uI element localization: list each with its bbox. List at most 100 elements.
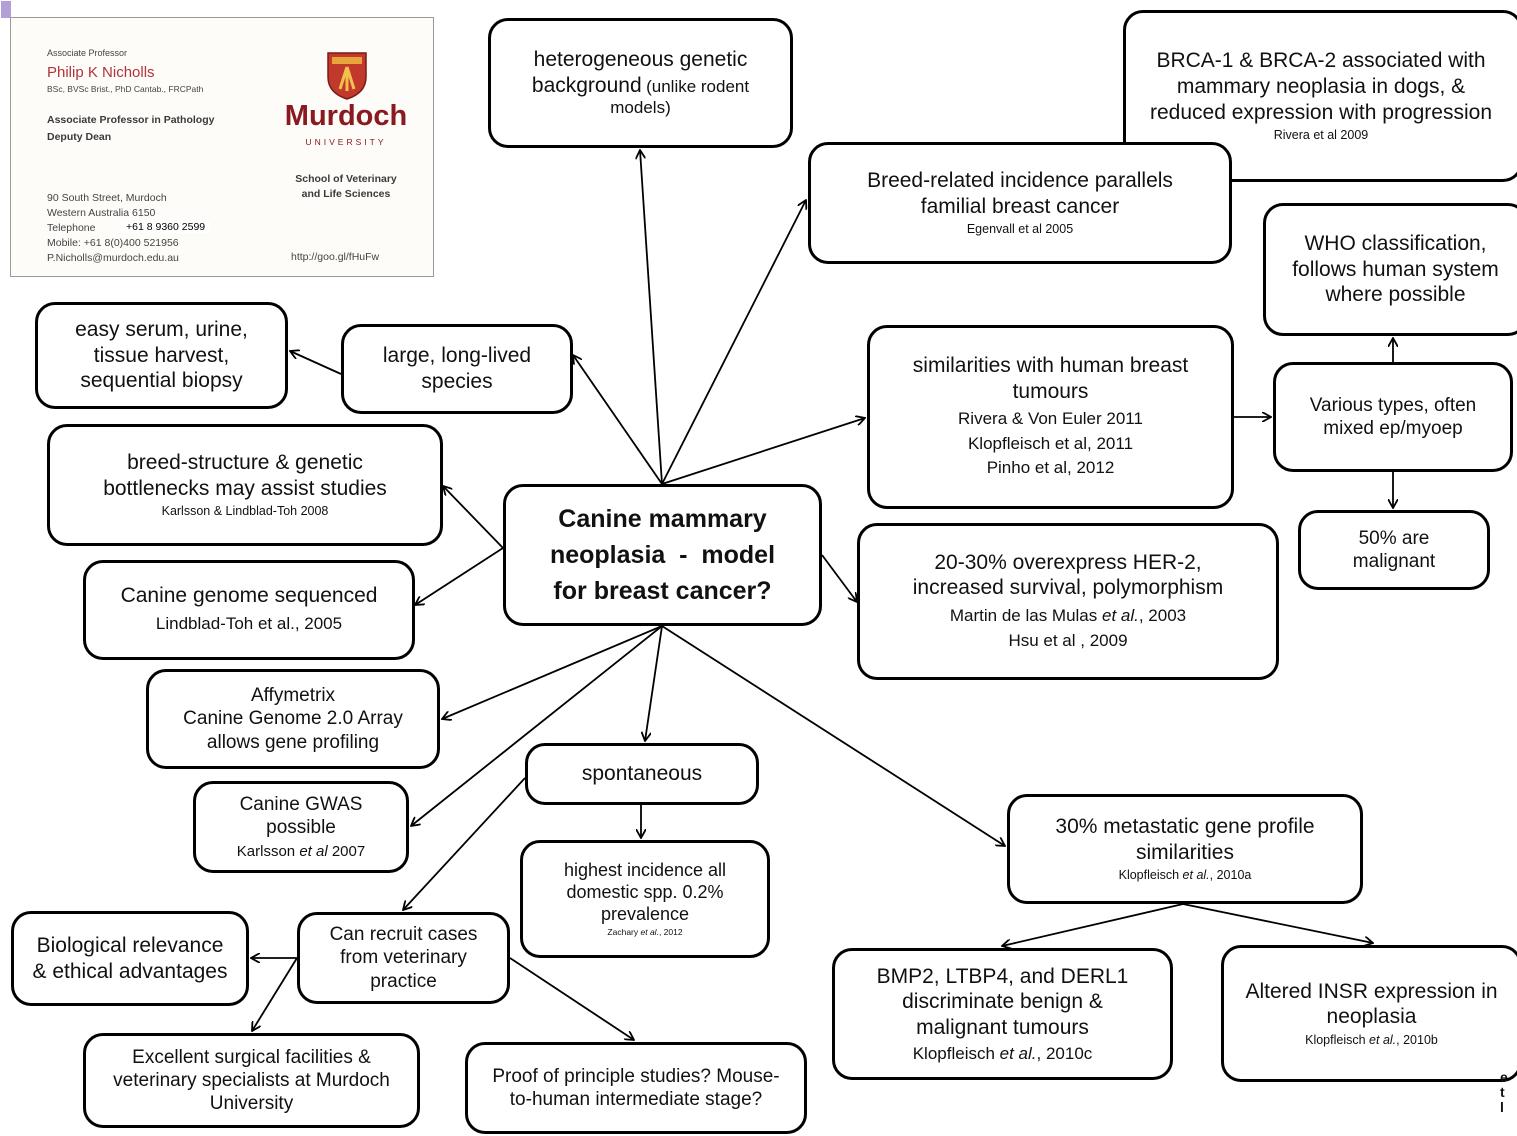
arrow-to-proof: [509, 957, 634, 1040]
her2-citation-2: Hsu et al , 2009: [1008, 630, 1128, 650]
card-telephone-label: Telephone: [47, 222, 96, 234]
card-url-link[interactable]: http://goo.gl/fHuFw: [291, 251, 380, 263]
brca-main-text: BRCA-1 & BRCA-2 associated with mammary …: [1149, 49, 1493, 124]
university-crest-icon: [327, 52, 367, 100]
insr-main-text: Altered INSR expression in neoplasia: [1245, 979, 1498, 1029]
slide-accent-bar: [1, 1, 11, 18]
gwas-main-text: Canine GWAS possible: [239, 794, 363, 839]
surgical-main-text: Excellent surgical facilities & veterina…: [113, 1046, 390, 1115]
heterogeneous-main-text: heterogeneous genetic background: [531, 48, 748, 97]
card-address-line1: 90 South Street, Murdoch: [47, 192, 167, 204]
bmp2-node: BMP2, LTBP4, and DERL1 discriminate beni…: [832, 948, 1173, 1080]
her2-citation-1: Martin de las Mulas et al., 2003: [949, 605, 1187, 625]
similarities-citation-3: Pinho et al, 2012: [986, 458, 1115, 478]
brca-node: BRCA-1 & BRCA-2 associated with mammary …: [1123, 10, 1517, 182]
central-topic-line3: for breast cancer?: [553, 577, 772, 606]
breed-related-main-text: Breed-related incidence parallels famili…: [867, 169, 1173, 218]
arrow-to-her2: [821, 554, 857, 602]
clipped-edge-text: e t l: [1500, 1070, 1508, 1115]
biological-main-text: Biological relevance & ethical advantage…: [32, 933, 228, 983]
heterogeneous-background-node: heterogeneous genetic background (unlike…: [488, 18, 793, 148]
her2-main-text: 20-30% overexpress HER-2, increased surv…: [912, 550, 1224, 600]
card-degrees: BSc, BVSc Brist., PhD Cantab., FRCPath: [47, 84, 204, 94]
arrow-to-surgical: [252, 957, 298, 1031]
card-person-name: Philip K Nicholls: [47, 64, 155, 81]
arrow-to-genome: [415, 547, 504, 605]
card-position-line2: Deputy Dean: [47, 131, 112, 143]
metastatic-citation: Klopfleisch et al., 2010a: [1118, 868, 1252, 883]
genome-main-text: Canine genome sequenced: [120, 584, 378, 608]
similarities-node: similarities with human breast tumours R…: [867, 325, 1234, 509]
various-types-node: Various types, often mixed ep/myoep: [1273, 362, 1513, 472]
bmp2-main-text: BMP2, LTBP4, and DERL1 discriminate beni…: [876, 964, 1129, 1039]
surgical-facilities-node: Excellent surgical facilities & veterina…: [83, 1033, 420, 1128]
insr-node: Altered INSR expression in neoplasia Klo…: [1221, 945, 1517, 1082]
gwas-node: Canine GWAS possible Karlsson et al 2007: [193, 781, 409, 873]
heterogeneous-aside-text: (unlike rodent models): [610, 76, 750, 118]
card-school-line2: and Life Sciences: [301, 188, 391, 200]
arrow-to-heterogeneous: [640, 150, 663, 485]
similarities-citation-2: Klopfleisch et al, 2011: [967, 433, 1134, 453]
malignant-node: 50% are malignant: [1298, 510, 1490, 590]
card-email-link[interactable]: P.Nicholls@murdoch.edu.au: [47, 252, 179, 264]
arrow-to-bmp2: [1002, 903, 1184, 946]
metastatic-main-text: 30% metastatic gene profile similarities: [1055, 815, 1315, 864]
affymetrix-line1: Affymetrix: [250, 685, 336, 707]
genome-citation: Lindblad-Toh et al., 2005: [155, 613, 343, 633]
arrow-to-gwas: [411, 625, 663, 826]
business-card: Associate Professor Philip K Nicholls BS…: [1, 1, 434, 277]
central-topic-line1: Canine mammary: [558, 504, 767, 533]
card-address-line2: Western Australia 6150: [47, 207, 156, 219]
card-position-line1: Associate Professor in Pathology: [47, 114, 215, 126]
bmp2-citation: Klopfleisch et al., 2010c: [912, 1043, 1093, 1063]
card-telephone-number: +61 8 9360 2599: [121, 221, 211, 233]
metastatic-node: 30% metastatic gene profile similarities…: [1007, 794, 1363, 904]
incidence-node: highest incidence all domestic spp. 0.2%…: [520, 840, 770, 958]
who-main-text: WHO classification, follows human system…: [1292, 232, 1499, 307]
arrow-to-affymetrix: [442, 625, 663, 719]
central-topic-line2: neoplasia - model: [549, 540, 776, 569]
genome-sequenced-node: Canine genome sequenced Lindblad-Toh et …: [83, 560, 415, 660]
easy-serum-main-text: easy serum, urine, tissue harvest, seque…: [75, 318, 248, 393]
central-topic-node: Canine mammary neoplasia - model for bre…: [503, 484, 822, 626]
card-title-role: Associate Professor: [47, 48, 128, 58]
affymetrix-node: Affymetrix Canine Genome 2.0 Array allow…: [146, 669, 440, 769]
proof-main-text: Proof of principle studies? Mouse-to-hum…: [492, 1065, 780, 1110]
card-university-sub: UNIVERSITY: [305, 137, 387, 147]
brca-citation: Rivera et al 2009: [1273, 128, 1369, 143]
card-mobile: Mobile: +61 8(0)400 521956: [47, 237, 179, 249]
incidence-main-text: highest incidence all domestic spp. 0.2%…: [563, 860, 727, 925]
affymetrix-line3: allows gene profiling: [206, 731, 380, 753]
malignant-main-text: 50% are malignant: [1352, 527, 1436, 572]
proof-of-principle-node: Proof of principle studies? Mouse-to-hum…: [465, 1042, 807, 1134]
biological-relevance-node: Biological relevance & ethical advantage…: [11, 911, 249, 1006]
her2-node: 20-30% overexpress HER-2, increased surv…: [857, 523, 1279, 680]
arrow-to-similarities: [661, 418, 865, 485]
breed-related-node: Breed-related incidence parallels famili…: [808, 142, 1232, 264]
arrow-to-large-species: [573, 355, 663, 485]
arrow-to-metastatic: [661, 625, 1005, 846]
spontaneous-node: spontaneous: [525, 743, 759, 805]
arrow-to-breed-related: [661, 200, 806, 485]
arrow-to-insr: [1182, 903, 1373, 943]
similarities-citation-1: Rivera & Von Euler 2011: [958, 409, 1143, 429]
card-school-line1: School of Veterinary: [295, 173, 397, 185]
incidence-citation: Zachary et al., 2012: [607, 927, 683, 938]
gwas-citation: Karlsson et al 2007: [236, 842, 366, 860]
recruit-cases-node: Can recruit cases from veterinary practi…: [297, 912, 510, 1004]
breed-related-citation: Egenvall et al 2005: [966, 222, 1074, 237]
who-classification-node: WHO classification, follows human system…: [1263, 203, 1517, 336]
spontaneous-main-text: spontaneous: [581, 762, 703, 786]
insr-citation: Klopfleisch et al., 2010b: [1305, 1032, 1438, 1047]
breed-structure-citation: Karlsson & Lindblad-Toh 2008: [161, 504, 329, 519]
arrow-to-breed-structure: [443, 486, 504, 549]
large-species-node: large, long-lived species: [341, 324, 573, 414]
breed-structure-node: breed-structure & genetic bottlenecks ma…: [47, 424, 443, 546]
various-types-main-text: Various types, often mixed ep/myoep: [1309, 394, 1477, 439]
arrow-to-spontaneous: [645, 625, 663, 741]
arrow-to-recruit: [403, 777, 526, 910]
recruit-main-text: Can recruit cases from veterinary practi…: [329, 924, 478, 992]
large-species-main-text: large, long-lived species: [382, 344, 532, 393]
easy-serum-node: easy serum, urine, tissue harvest, seque…: [35, 302, 288, 409]
